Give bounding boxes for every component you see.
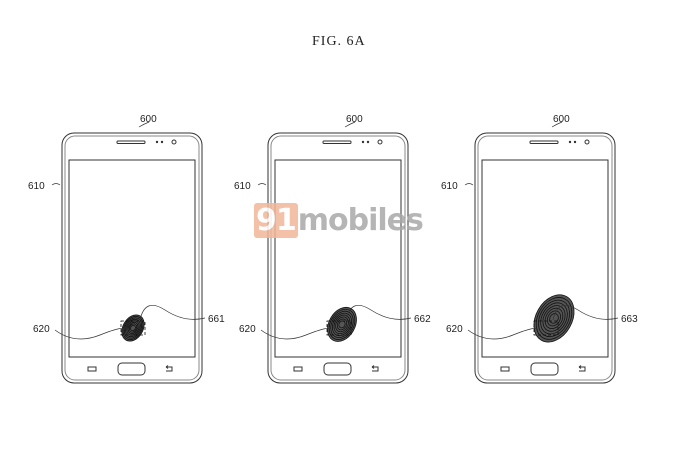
- back-key-icon: [166, 366, 172, 372]
- phone-drawing: 600 610 620 661: [28, 114, 225, 383]
- speaker-grille: [323, 141, 351, 144]
- sensor-dot: [367, 141, 369, 143]
- menu-key-icon: [294, 367, 302, 371]
- phone-drawing: 600 610 620 662: [234, 114, 431, 383]
- back-key-icon: [579, 366, 585, 372]
- touch-label: 620: [33, 324, 50, 335]
- back-key-icon: [372, 366, 378, 372]
- fingerprint-icon: [526, 288, 582, 350]
- phone-drawing: 600 610 620 663: [441, 114, 638, 383]
- touch-label: 620: [446, 324, 463, 335]
- body-label: 610: [234, 181, 251, 192]
- fingerprint-label: 661: [208, 314, 225, 325]
- device-label: 600: [553, 114, 570, 125]
- figure-title: FIG. 6A: [312, 34, 366, 49]
- sensor-dot: [161, 141, 163, 143]
- body-label: 610: [441, 181, 458, 192]
- fingerprint-label: 662: [414, 314, 431, 325]
- watermark-logo: 91mobiles: [254, 203, 423, 238]
- fingerprint-icon: [322, 302, 363, 347]
- sensor-dot: [156, 141, 158, 143]
- home-button: [324, 363, 351, 375]
- sensor-dot: [362, 141, 364, 143]
- menu-key-icon: [501, 367, 509, 371]
- front-camera-icon: [378, 140, 382, 144]
- speaker-grille: [117, 141, 145, 144]
- sensor-dot: [574, 141, 576, 143]
- front-camera-icon: [585, 140, 589, 144]
- body-label: 610: [28, 181, 45, 192]
- phone-body: [475, 133, 615, 383]
- home-button: [118, 363, 145, 375]
- speaker-grille: [530, 141, 558, 144]
- touch-label: 620: [239, 324, 256, 335]
- phone-body: [62, 133, 202, 383]
- phone-body: [268, 133, 408, 383]
- menu-key-icon: [88, 367, 96, 371]
- sensor-dot: [569, 141, 571, 143]
- device-label: 600: [140, 114, 157, 125]
- front-camera-icon: [172, 140, 176, 144]
- fingerprint-label: 663: [621, 314, 638, 325]
- home-button: [531, 363, 558, 375]
- device-label: 600: [346, 114, 363, 125]
